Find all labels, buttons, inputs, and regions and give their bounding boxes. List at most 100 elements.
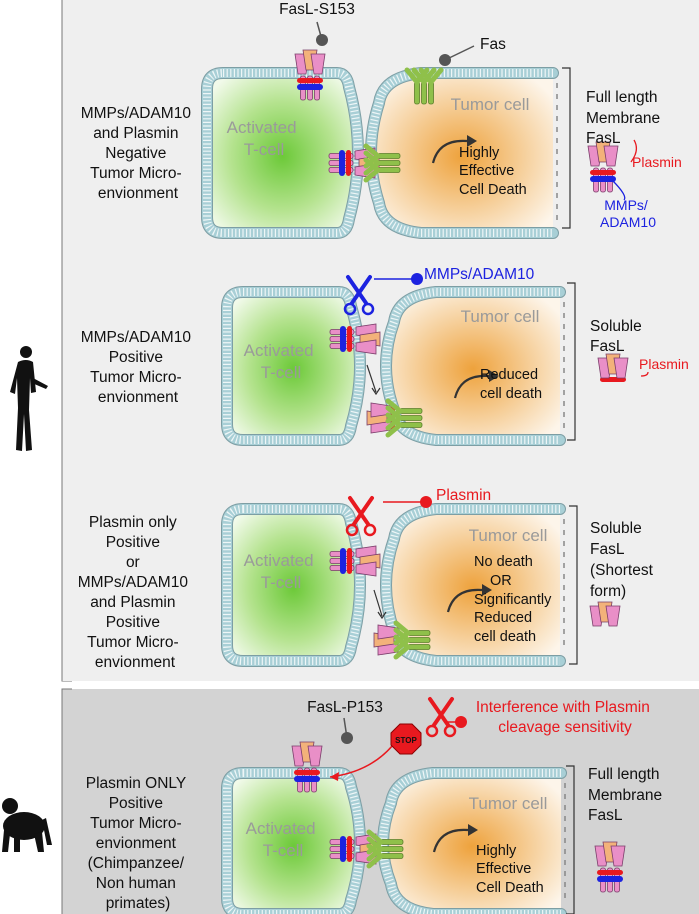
panel1-outcome: Highly Effective Cell Death [459,145,527,198]
panel2-enzyme-label: MMPs/ADAM10 [424,266,535,283]
svg-text:STOP: STOP [395,736,417,745]
panel2-tcell-label: Activated T-cell [244,341,319,382]
panel2-tumor-membrane [381,287,565,445]
panel3-scissors-blade [348,496,370,526]
panel1-fas-engaged-stalk [377,153,401,159]
fasl-p153-label: FasL-P153 [307,699,383,716]
primate-tcell-membrane [222,768,365,914]
panel1-death-arrow [431,139,468,164]
primate-scissors-blade [428,697,450,727]
primate-fasl-pointer-ball [341,732,353,744]
panel3-death-arrow [446,588,483,613]
panel1-mmp-note: MMPs/ ADAM10 [600,197,656,230]
panel3-death-arrow-head [482,584,492,596]
panel2-enzyme-ball [411,273,423,285]
panel1-fas-arm [428,67,444,85]
primate-tumor-body [383,773,561,914]
panel3-legend-fasl-domain [605,605,621,627]
panel1-plasmin-arrow [630,139,638,163]
panel2-fas-arm [385,408,403,424]
panel3-soluble-fasl-domain [377,624,399,640]
panel2-fas-stalk [399,422,423,428]
panel3-soluble-fasl [373,624,399,656]
human-silhouette-icon [10,346,48,451]
panel2-fas-stalk [399,415,423,421]
primate-fasl-membrane [291,741,323,793]
primate-scissors-handle [425,724,439,738]
panel2-scissors-blade [350,275,372,305]
panel2-tumor-label: Tumor cell [461,307,540,326]
panel3-fas-arm [393,644,411,660]
panel3-fas-stalk [407,630,431,636]
panel3-tumor-membrane-ticks [382,505,560,665]
fas-label: Fas [480,36,506,53]
panel3-tumor-label: Tumor cell [469,526,548,545]
panel1-death-arrow-head [467,135,477,147]
panel3-tcell-membrane-ticks [223,505,364,665]
panel3-legend-fasl [589,601,621,627]
panel1-fasl-membrane-domain [310,53,326,75]
panel3-tumor-body [386,509,560,661]
panel2-tcell-membrane-ticks [223,288,364,444]
panel1-fas-engaged-stalk [377,160,401,166]
primate-fasl-engaged-mmp-site [340,836,346,862]
panel2-outcome: Reduced cell death [480,367,542,402]
panel1-tcell-body [207,73,358,233]
panel2-fas-arm [385,415,403,431]
panel3-fas-arm [393,620,411,636]
primate-fasl-membrane-mmp-site [294,776,320,782]
panel1-fas-engaged [363,143,401,183]
primate-death-arrow-head [468,824,478,836]
primate-condition: Plasmin ONLY Positive Tumor Micro- envio… [86,775,191,912]
primate-fas-engaged-stalk [380,846,404,852]
panel1-mmp-arrow [611,179,626,201]
panel3-enzyme-label: Plasmin [436,487,491,504]
primate-fasl-engaged-plasmin-site [347,836,352,862]
panel2-fasl-membrane-plasmin-site [347,326,352,352]
panel3-tcell-body [227,509,360,661]
primate-legend-fasl-mmp-site [597,876,623,882]
panel1-legend-fasl-mmp-site [590,176,616,182]
primate-fas-engaged-arm [366,829,384,845]
panel3-tcell-label: Activated T-cell [244,551,319,592]
primate-fas-engaged-arm [366,839,384,855]
panel1-fasl-engaged-mmp-site [339,150,345,176]
panel1-fas [404,67,444,105]
primate-legend-fasl [594,841,626,893]
panel2-death-arrow [453,374,490,399]
panel1-fas-arm [404,67,420,85]
panel3-fasl-membrane [329,545,381,577]
panel1-fas-stalk [414,81,420,105]
primate-scissors-blade [432,697,454,727]
panel1-fasl-pointer-ball [316,34,328,46]
panel3-fas-arm [393,630,411,646]
panel1-fas-engaged-arm [363,160,381,176]
panel1-tumor-label: Tumor cell [451,95,530,114]
panel1-fasl-engaged-plasmin-site [346,150,351,176]
panel3-outcome: No death OR Significantly Reduced cell d… [474,554,555,645]
primate-block-arrowhead [330,772,339,781]
panel2-fasl-membrane [329,323,381,355]
panel3-scissors [345,496,377,537]
panel1-legend-fasl-domain [603,145,619,167]
panel3-scissors-handle [345,523,359,537]
panel2-fasl-membrane-mmp-site [340,326,346,352]
panel1-fas-engaged-arm [363,167,381,183]
panel3-fasl-membrane-domain [355,561,377,577]
panel1-fas-pointer-ball [439,54,451,66]
primate-legend-fasl-plasmin-site [597,870,623,875]
panel1-fas-engaged-stalk [377,167,401,173]
panel1-fasl-membrane-mmp-site [297,84,323,90]
panel2-fasl-membrane-domain [355,339,377,355]
panel2-death-arrow-head [489,370,499,382]
panel1-tumor-body [371,73,553,233]
panel1-fas-engaged-arm [363,153,381,169]
primate-fas-engaged-stalk [380,853,404,859]
panel3-form: Soluble FasL (Shortest form) [590,520,657,600]
stop-sign-icon: STOP [390,723,422,755]
panel1-fas-arm [411,67,427,85]
primate-fas-engaged [366,829,404,869]
panel2-scissors [343,275,375,316]
panel1-fas-stalk [428,81,434,105]
primate-legend-fasl-domain [610,845,626,867]
